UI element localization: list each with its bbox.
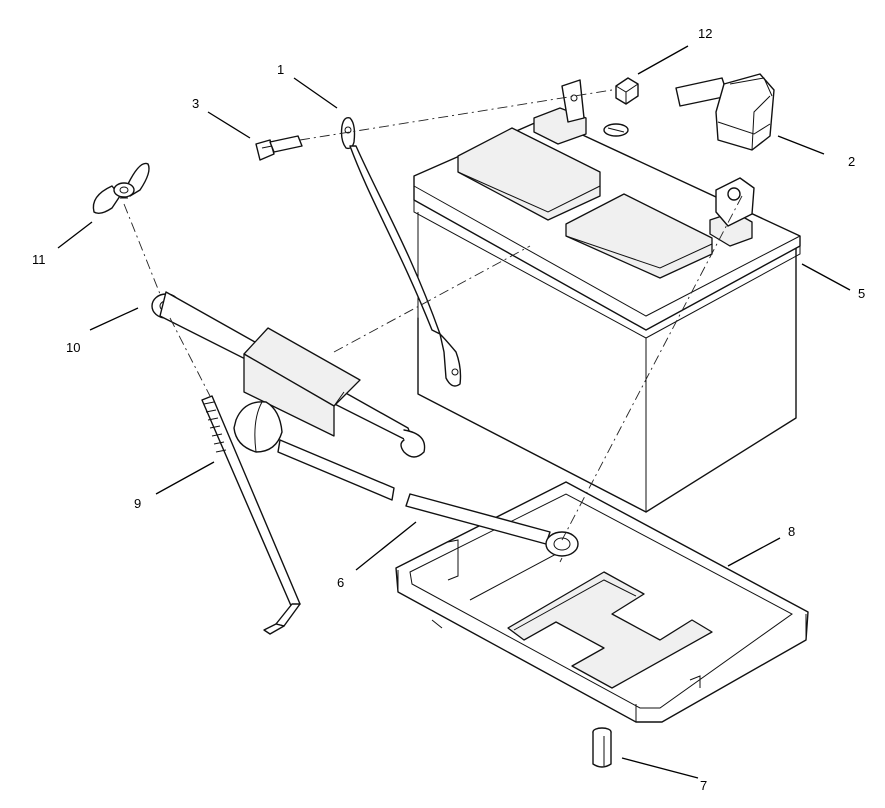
callout-9: 9: [134, 496, 141, 511]
callout-6: 6: [337, 575, 344, 590]
leader-lines: [57, 45, 851, 779]
wing-nut: [92, 162, 150, 215]
spacer-tube: [592, 727, 612, 768]
callout-8: 8: [788, 524, 795, 539]
negative-cable: [233, 401, 579, 557]
hold-down-bracket: [151, 291, 426, 458]
assembly-lines: [123, 89, 743, 563]
callout-3: 3: [192, 96, 199, 111]
battery-cable: [340, 116, 462, 387]
callout-1: 1: [277, 62, 284, 77]
bolt: [255, 135, 303, 161]
callout-12: 12: [698, 26, 712, 41]
callout-7: 7: [700, 778, 707, 793]
battery-tray: [395, 481, 809, 723]
callout-10: 10: [66, 340, 80, 355]
nut: [615, 77, 639, 105]
battery: [413, 79, 801, 513]
j-bolt: [201, 395, 301, 635]
callout-labels: 1 2 3 5 6 7 8 9 10 11 12: [32, 26, 865, 793]
callout-2: 2: [848, 154, 855, 169]
terminal-boot: [675, 73, 775, 151]
callout-11: 11: [32, 252, 46, 267]
callout-5: 5: [858, 286, 865, 301]
